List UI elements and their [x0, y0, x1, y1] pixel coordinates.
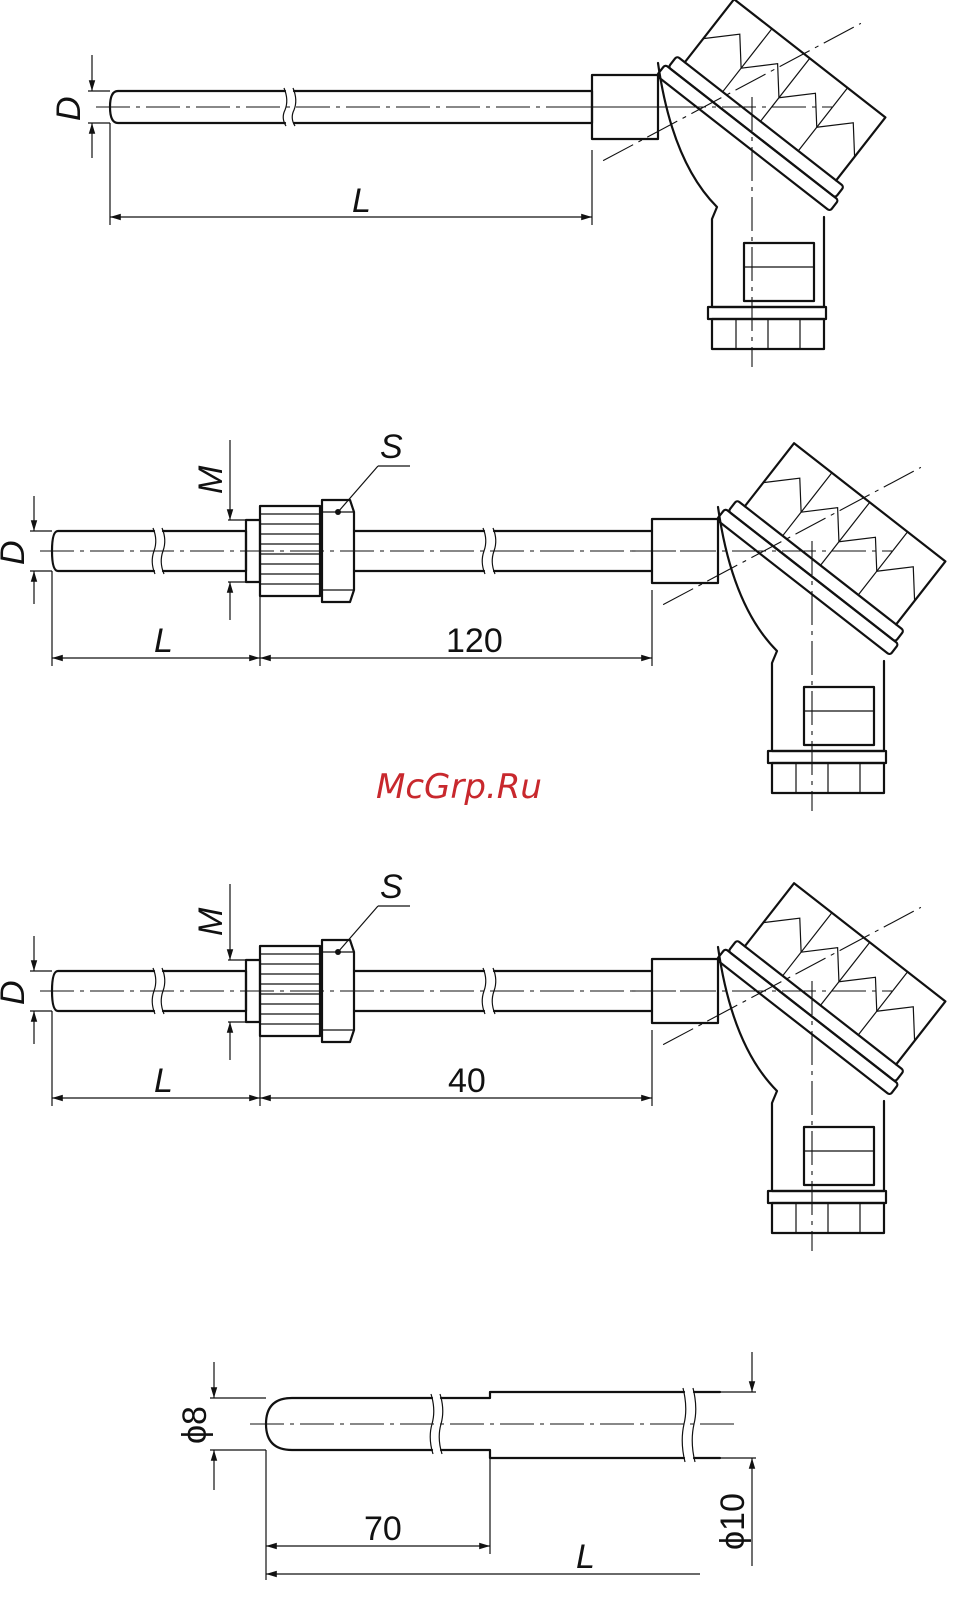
view-1-d-label: D [50, 96, 88, 121]
view-2-l-label: L [154, 622, 173, 660]
view-3-d-label: D [0, 980, 32, 1005]
view-3-l-label: L [154, 1062, 173, 1100]
view-3-m-label: M [192, 907, 230, 936]
view-2-extension-label: 120 [446, 622, 503, 660]
view-2-threaded-probe-120: S M D L 120 [0, 427, 956, 811]
connection-head-icon [632, 427, 956, 811]
view-3-threaded-probe-40: S M D L 40 [0, 867, 956, 1251]
connection-head-icon [572, 0, 896, 367]
view-1-straight-probe: D L [50, 0, 896, 367]
view-2-s-label: S [380, 428, 403, 466]
view-1-l-label: L [352, 182, 371, 220]
watermark-text: McGrp.Ru [376, 767, 542, 807]
view-2-d-label: D [0, 540, 32, 565]
view-4-body-diameter-label: ϕ10 [714, 1493, 752, 1550]
view-4-stepped-probe: ϕ8 ϕ10 70 L [176, 1352, 756, 1580]
view-4-tip-length-label: 70 [364, 1510, 402, 1548]
view-3-s-label: S [380, 868, 403, 906]
view-3-extension-label: 40 [448, 1062, 486, 1100]
view-2-m-label: M [192, 465, 230, 494]
view-4-tip-diameter-label: ϕ8 [176, 1406, 214, 1444]
view-4-l-label: L [576, 1538, 595, 1576]
connection-head-icon [632, 867, 956, 1251]
